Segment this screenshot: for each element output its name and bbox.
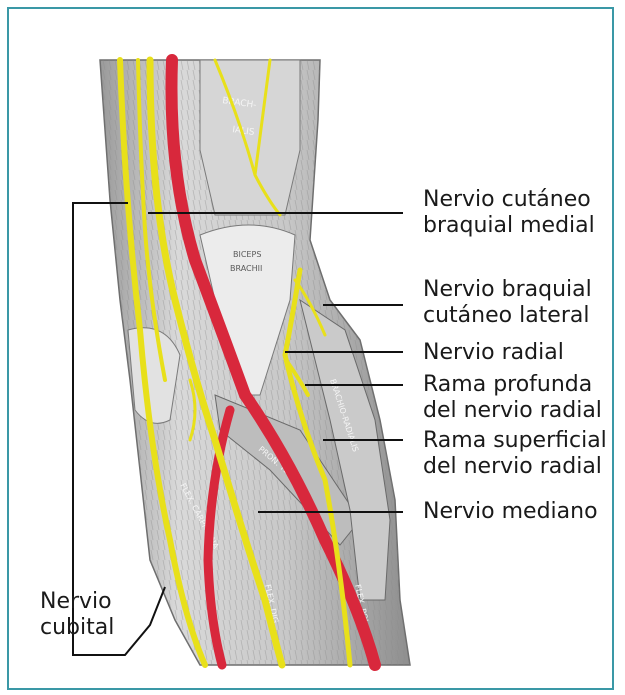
biceps-inscription-2: BRACHII — [230, 264, 262, 273]
label-nervio-cubital: Nervio cubital — [40, 589, 114, 641]
label-line: del nervio radial — [423, 398, 602, 424]
label-rama-superficial: Rama superficial del nervio radial — [423, 428, 607, 480]
label-line: cubital — [40, 615, 114, 641]
label-rama-profunda: Rama profunda del nervio radial — [423, 372, 602, 424]
label-line: Rama profunda — [423, 372, 602, 398]
label-nervio-mediano: Nervio mediano — [423, 499, 598, 525]
biceps-inscription: BICEPS — [233, 250, 261, 259]
label-line: Nervio braquial — [423, 277, 592, 303]
label-line: Nervio cutáneo — [423, 187, 595, 213]
label-line: del nervio radial — [423, 454, 607, 480]
label-line: Nervio mediano — [423, 499, 598, 525]
label-line: Nervio radial — [423, 340, 564, 366]
label-line: cutáneo lateral — [423, 303, 592, 329]
label-nervio-cutaneo-braquial-medial: Nervio cutáneo braquial medial — [423, 187, 595, 239]
label-line: Nervio — [40, 589, 114, 615]
label-line: Rama superficial — [423, 428, 607, 454]
label-nervio-radial: Nervio radial — [423, 340, 564, 366]
label-line: braquial medial — [423, 213, 595, 239]
label-nervio-braquial-cutaneo-lateral: Nervio braquial cutáneo lateral — [423, 277, 592, 329]
